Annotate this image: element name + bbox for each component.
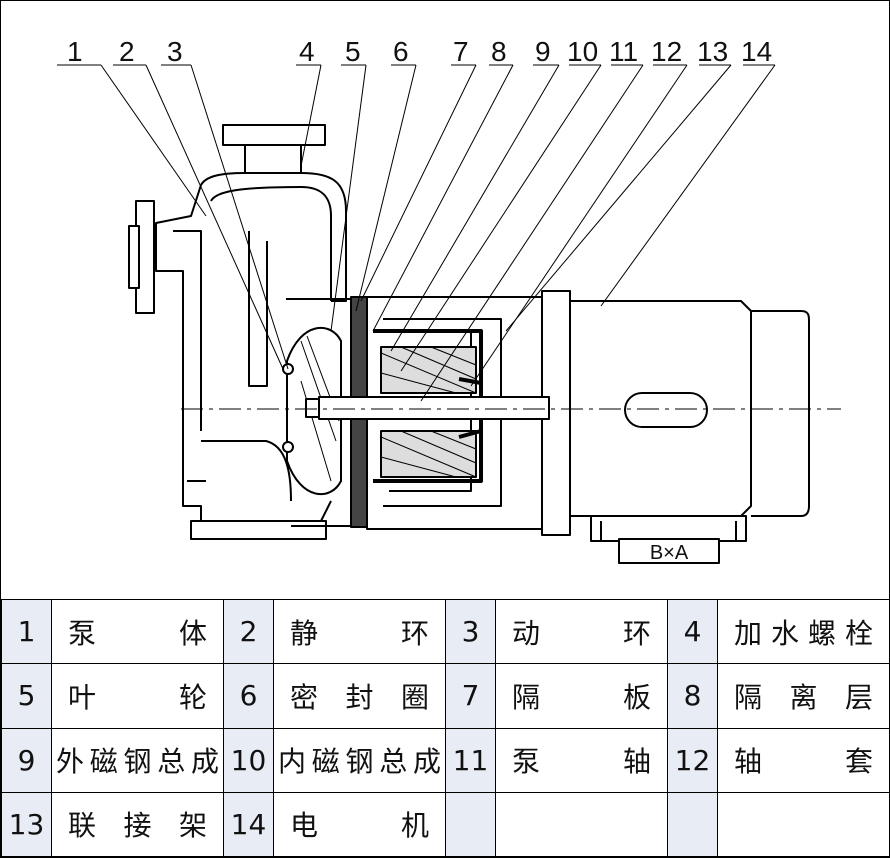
part-name: 动环 (495, 598, 668, 665)
part-number: 3 (445, 598, 496, 665)
parts-row: 9 外磁钢总成 10 内磁钢总成 11 泵轴 12 轴套 (1, 727, 890, 793)
part-number: 13 (1, 791, 52, 858)
part-name: 泵轴 (495, 727, 668, 793)
callout-1: 1 (67, 36, 83, 67)
part-number (667, 791, 718, 858)
part-name (717, 791, 890, 858)
part-name (495, 791, 668, 858)
callout-9: 9 (535, 36, 551, 67)
part-number: 5 (1, 663, 52, 729)
parts-row: 13 联接架 14 电机 (1, 791, 890, 858)
callout-11: 11 (609, 36, 638, 67)
part-name: 隔离层 (717, 663, 890, 729)
part-name: 隔板 (495, 663, 668, 729)
part-name: 泵体 (51, 598, 224, 665)
base-dimension-label: B×A (650, 542, 689, 564)
part-name: 内磁钢总成 (273, 727, 446, 793)
part-number: 10 (223, 727, 274, 793)
part-number: 11 (445, 727, 496, 793)
callout-7: 7 (453, 36, 469, 67)
part-name: 电机 (273, 791, 446, 858)
part-number: 12 (667, 727, 718, 793)
part-name: 叶轮 (51, 663, 224, 729)
callout-12: 12 (651, 36, 682, 67)
part-name: 加水螺栓 (717, 598, 890, 665)
part-number: 1 (1, 598, 52, 665)
part-number: 4 (667, 598, 718, 665)
callout-6: 6 (393, 36, 409, 67)
part-number: 9 (1, 727, 52, 793)
parts-list-table: 1 泵体 2 静环 3 动环 4 加水螺栓 5 叶轮 6 密封圈 7 隔板 8 … (1, 598, 890, 858)
part-name: 密封圈 (273, 663, 446, 729)
callout-2: 2 (119, 36, 135, 67)
part-number: 7 (445, 663, 496, 729)
parts-row: 1 泵体 2 静环 3 动环 4 加水螺栓 (1, 598, 890, 665)
part-number: 2 (223, 598, 274, 665)
pump-cross-section-diagram: 1 2 3 4 5 6 7 8 9 10 11 12 13 14 B×A (57, 36, 841, 564)
part-number (445, 791, 496, 858)
part-name: 联接架 (51, 791, 224, 858)
parts-row: 5 叶轮 6 密封圈 7 隔板 8 隔离层 (1, 663, 890, 729)
callout-4: 4 (299, 36, 315, 67)
callout-13: 13 (697, 36, 728, 67)
callout-14: 14 (741, 36, 772, 67)
part-number: 6 (223, 663, 274, 729)
part-number: 14 (223, 791, 274, 858)
part-name: 静环 (273, 598, 446, 665)
callout-5: 5 (345, 36, 361, 67)
part-name: 外磁钢总成 (51, 727, 224, 793)
callout-10: 10 (567, 36, 598, 67)
part-number: 8 (667, 663, 718, 729)
part-name: 轴套 (717, 727, 890, 793)
callout-3: 3 (167, 36, 183, 67)
callout-8: 8 (491, 36, 507, 67)
